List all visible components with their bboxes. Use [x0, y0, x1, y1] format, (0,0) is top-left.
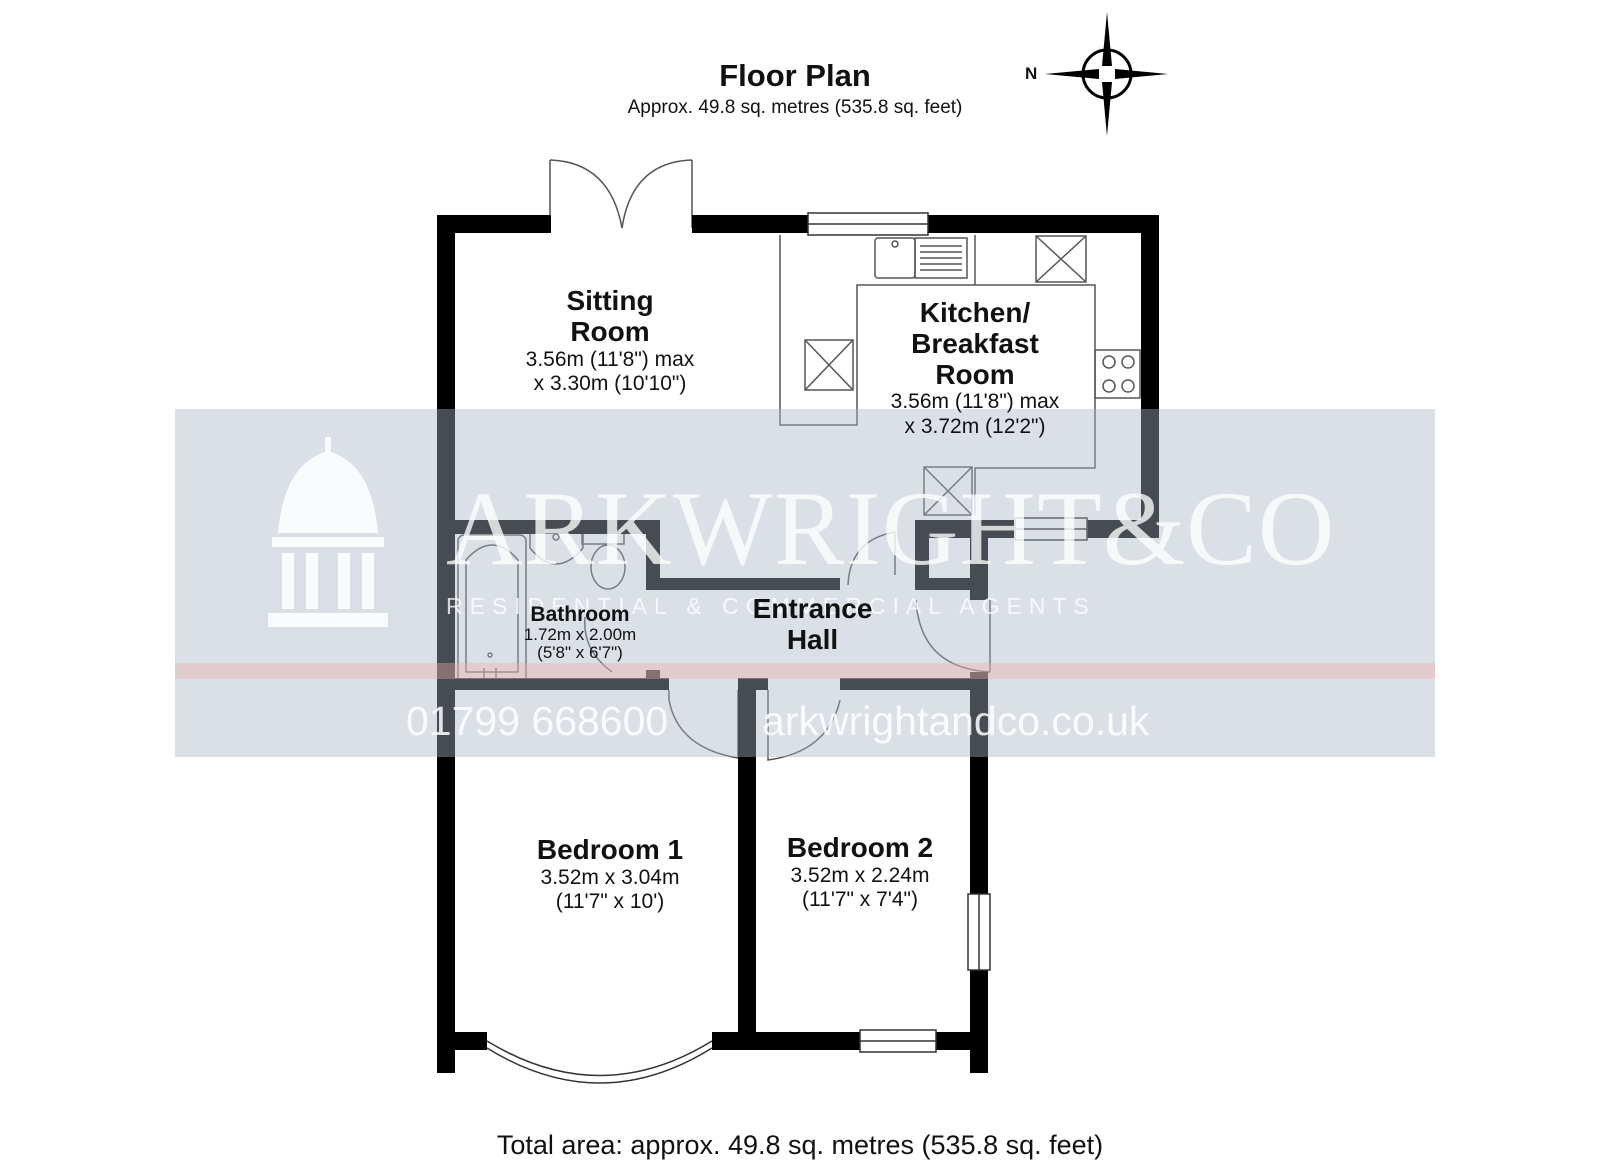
room-label-kitchen: Kitchen/ Breakfast Room 3.56m (11'8") ma…	[855, 297, 1095, 439]
plan-title: Floor Plan	[719, 58, 871, 93]
room-label-entrance-hall: Entrance Hall	[730, 593, 895, 656]
room-name: Entrance	[752, 593, 873, 624]
compass-north-label: N	[1025, 64, 1038, 83]
appliance-box	[1035, 235, 1087, 283]
compass-rose-icon	[1045, 12, 1168, 136]
fixtures	[457, 235, 1141, 684]
drainer	[914, 237, 968, 279]
room-label-bathroom: Bathroom 1.72m x 2.00m (5'8" x 6'7")	[510, 603, 650, 662]
room-name: Kitchen/	[919, 297, 1031, 328]
door-swings	[549, 159, 991, 761]
plan-subtitle: Approx. 49.8 sq. metres (535.8 sq. feet)	[627, 97, 963, 118]
room-dimensions: 3.56m (11'8") max	[890, 390, 1060, 414]
room-dimensions: (11'7" x 7'4")	[802, 888, 918, 912]
appliance-box	[923, 466, 973, 516]
room-name: Room	[570, 315, 650, 347]
room-name: Room	[935, 358, 1015, 390]
room-name: Bedroom 1	[536, 834, 684, 865]
room-dimensions: 3.52m x 3.04m	[540, 865, 680, 889]
room-label-bedroom-2: Bedroom 2 3.52m x 2.24m (11'7" x 7'4")	[760, 832, 960, 913]
room-dimensions: (11'7" x 10')	[555, 890, 665, 914]
room-label-bedroom-1: Bedroom 1 3.52m x 3.04m (11'7" x 10')	[495, 834, 725, 915]
room-dimensions: x 3.72m (12'2")	[904, 414, 1046, 438]
room-dimensions: 1.72m x 2.00m	[523, 625, 637, 645]
hob	[1094, 349, 1141, 399]
basin	[529, 529, 584, 565]
total-area-footer: Total area: approx. 49.8 sq. metres (535…	[496, 1130, 1104, 1160]
room-dimensions: x 3.30m (10'10")	[533, 371, 687, 395]
room-dimensions: 3.56m (11'8") max	[525, 347, 695, 371]
room-name: Sitting	[566, 285, 654, 316]
walls	[437, 215, 1159, 1073]
wc-pan	[590, 544, 626, 590]
room-name: Hall	[786, 623, 839, 655]
kitchen-counter-outline	[779, 235, 1096, 515]
room-name: Breakfast	[911, 327, 1039, 359]
room-dimensions: 3.52m x 2.24m	[790, 863, 930, 887]
windows	[486, 212, 1088, 1084]
appliance-box	[804, 339, 854, 391]
room-name: Bathroom	[530, 603, 630, 626]
room-label-sitting-room: Sitting Room 3.56m (11'8") max x 3.30m (…	[495, 285, 725, 396]
room-name: Bedroom 2	[786, 832, 934, 863]
room-dimensions: (5'8" x 6'7")	[537, 642, 623, 662]
